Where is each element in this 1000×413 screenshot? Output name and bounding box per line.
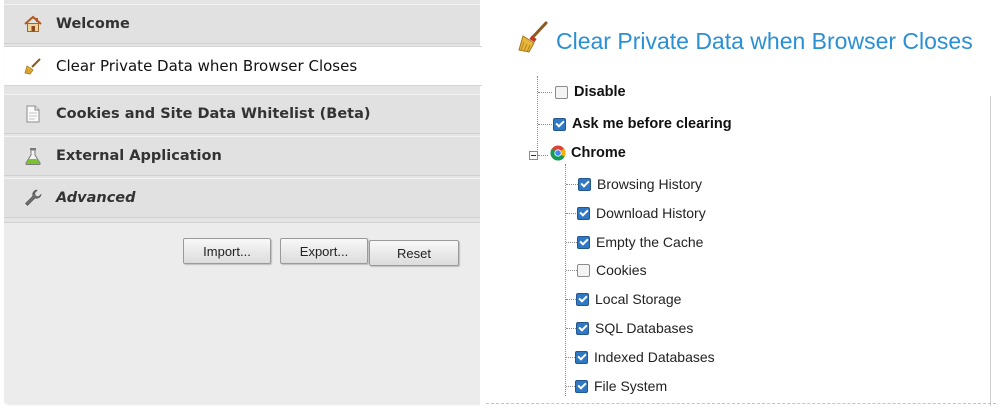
tree-guide-line xyxy=(566,328,576,329)
document-icon xyxy=(22,103,44,125)
tree-guide-line xyxy=(566,242,577,243)
option-label: Download History xyxy=(596,205,706,221)
option-cookies[interactable]: Cookies xyxy=(577,262,647,278)
tree-guide-line xyxy=(566,357,575,358)
option-download-history[interactable]: Download History xyxy=(577,205,706,221)
option-empty-the-cache[interactable]: Empty the Cache xyxy=(577,234,703,250)
options-content xyxy=(480,0,1000,413)
broom-icon xyxy=(516,20,550,56)
option-indexed-databases[interactable]: Indexed Databases xyxy=(575,349,715,365)
option-label: Cookies xyxy=(596,262,647,278)
option-label: Local Storage xyxy=(595,291,682,307)
export-button[interactable]: Export... xyxy=(280,238,368,264)
indexed-databases-checkbox[interactable] xyxy=(575,350,588,364)
ask-before-clearing-checkbox[interactable] xyxy=(553,117,566,131)
file-system-checkbox[interactable] xyxy=(575,379,588,393)
cookies-checkbox[interactable] xyxy=(577,263,590,277)
option-label: Empty the Cache xyxy=(596,234,704,250)
option-sql-databases[interactable]: SQL Databases xyxy=(576,320,693,336)
tree-guide-line xyxy=(566,299,576,300)
sidebar-item-label: Cookies and Site Data Whitelist (Beta) xyxy=(56,106,371,122)
sidebar-item-welcome[interactable]: Welcome xyxy=(4,4,480,44)
sidebar-item-advanced[interactable]: Advanced xyxy=(4,178,480,218)
flask-icon xyxy=(22,145,44,167)
tree-guide-line xyxy=(566,184,578,185)
content-border xyxy=(990,96,991,406)
download-history-checkbox[interactable] xyxy=(577,206,590,220)
chrome-icon xyxy=(550,145,566,161)
broom-icon xyxy=(22,55,44,77)
option-label: Indexed Databases xyxy=(594,349,715,365)
option-label: File System xyxy=(594,378,668,394)
content-border xyxy=(486,403,996,404)
tree-node-chrome[interactable]: Chrome xyxy=(550,145,626,161)
browsing-history-checkbox[interactable] xyxy=(578,177,591,191)
sidebar-item-label: Clear Private Data when Browser Closes xyxy=(56,57,358,75)
tree-guide-line xyxy=(566,386,575,387)
sidebar-item-label: Advanced xyxy=(56,190,136,206)
tree-guide-line xyxy=(538,92,552,93)
sidebar-item-clear-private-data[interactable]: Clear Private Data when Browser Closes xyxy=(4,46,482,86)
import-button[interactable]: Import... xyxy=(183,238,271,264)
disable-checkbox[interactable] xyxy=(555,85,568,99)
wrench-icon xyxy=(22,187,44,209)
reset-button[interactable]: Reset xyxy=(369,240,459,266)
option-file-system[interactable]: File System xyxy=(575,378,667,394)
option-label: Browsing History xyxy=(597,176,703,192)
tree-guide-line xyxy=(566,270,577,271)
tree-guide-line xyxy=(538,155,548,156)
local-storage-checkbox[interactable] xyxy=(576,292,589,306)
option-ask-before-clearing[interactable]: Ask me before clearing xyxy=(553,116,732,132)
option-local-storage[interactable]: Local Storage xyxy=(576,291,681,307)
option-disable[interactable]: Disable xyxy=(555,84,626,100)
tree-guide-line xyxy=(538,124,552,125)
sidebar-nav: Welcome Clear Private Data when Browser … xyxy=(4,0,482,403)
sidebar-item-label: External Application xyxy=(56,148,222,164)
page-title: Clear Private Data when Browser Closes xyxy=(556,28,973,54)
option-label: Chrome xyxy=(571,145,626,161)
tree-guide-line xyxy=(565,164,566,396)
option-label: Ask me before clearing xyxy=(572,116,732,132)
empty-cache-checkbox[interactable] xyxy=(577,235,590,249)
sql-databases-checkbox[interactable] xyxy=(576,321,589,335)
home-icon xyxy=(22,13,44,35)
collapse-chrome-toggle[interactable] xyxy=(529,151,538,160)
option-browsing-history[interactable]: Browsing History xyxy=(578,176,702,192)
tree-guide-line xyxy=(566,213,578,214)
tree-guide-line xyxy=(537,76,538,160)
sidebar-item-label: Welcome xyxy=(56,16,130,32)
option-label: Disable xyxy=(574,84,626,100)
option-label: SQL Databases xyxy=(595,320,694,336)
sidebar-item-external-application[interactable]: External Application xyxy=(4,136,480,176)
sidebar-item-cookies-whitelist[interactable]: Cookies and Site Data Whitelist (Beta) xyxy=(4,94,480,134)
